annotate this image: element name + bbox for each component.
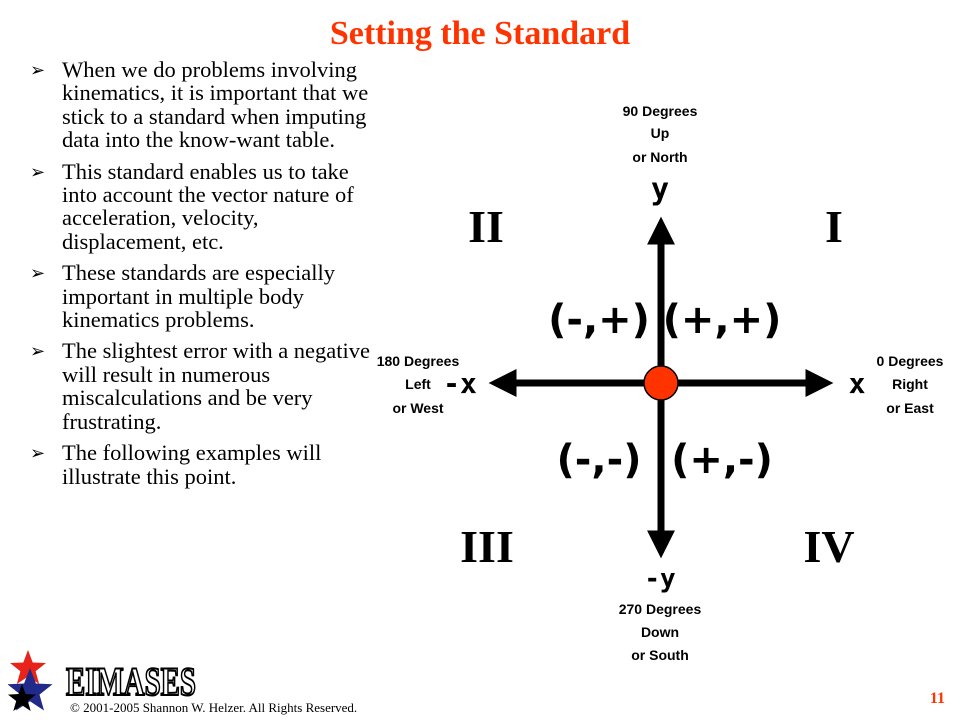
sign-pair-q3: (-,-) <box>557 437 642 483</box>
axis-label-neg-y: -y <box>644 564 675 594</box>
bullet-item: ➢ These standards are especially importan… <box>28 261 376 331</box>
direction-right-line3: or East <box>886 400 934 416</box>
slide-title: Setting the Standard <box>329 15 631 52</box>
bullet-item: ➢ When we do problems involving kinematic… <box>28 58 376 152</box>
copyright-notice: © 2001-2005 Shannon W. Helzer. All Right… <box>70 700 358 715</box>
direction-left-line3: or West <box>392 400 443 416</box>
logo-text: EIMASES <box>66 659 196 704</box>
direction-left-line2: Left <box>405 376 431 392</box>
bullet-text: When we do problems involving kinematics… <box>62 57 369 153</box>
sign-pair-q2: (-,+) <box>548 297 650 343</box>
arrow-bullet-icon: ➢ <box>30 341 46 362</box>
red-star-icon <box>10 650 46 684</box>
arrow-bullet-icon: ➢ <box>30 161 46 182</box>
arrow-bullet-icon: ➢ <box>30 60 46 80</box>
blue-star-icon <box>8 668 53 711</box>
black-star-icon <box>8 684 36 711</box>
direction-up-line1: 90 Degrees <box>623 103 698 119</box>
bullet-item: ➢ This standard enables us to take into a… <box>28 158 376 254</box>
coordinate-diagram: y -y x -x 90 Degrees Up or North 270 Deg… <box>377 103 944 663</box>
direction-right-line1: 0 Degrees <box>877 353 944 369</box>
direction-left-line1: 180 Degrees <box>377 353 460 369</box>
bullet-list: ➢ When we do problems involving kinematic… <box>28 58 376 496</box>
arrow-bullet-icon: ➢ <box>30 263 46 284</box>
direction-right-line2: Right <box>892 376 928 392</box>
bullet-text: The following examples will illustrate t… <box>62 440 322 489</box>
sign-pair-q4: (+,-) <box>671 437 773 483</box>
quadrant-label-iv: IV <box>803 521 854 572</box>
quadrant-label-ii: II <box>468 201 504 252</box>
bullet-item: ➢ The following examples will illustrate … <box>28 441 376 488</box>
quadrant-label-iii: III <box>460 521 514 572</box>
direction-up-line2: Up <box>651 125 670 141</box>
eimases-logo: EIMASES <box>8 650 197 711</box>
quadrant-label-i: I <box>825 201 843 252</box>
bullet-item: ➢ The slightest error with a negative wil… <box>28 339 376 433</box>
direction-down-line3: or South <box>631 647 689 663</box>
axis-label-x: x <box>849 367 866 400</box>
direction-up-line3: or North <box>632 149 687 165</box>
origin-point <box>643 365 679 401</box>
axis-label-neg-x: -x <box>443 367 477 400</box>
page-number: 11 <box>929 690 945 707</box>
sign-pair-q1: (+,+) <box>663 297 782 343</box>
arrow-bullet-icon: ➢ <box>30 443 46 464</box>
direction-down-line1: 270 Degrees <box>619 601 702 617</box>
bullet-text: These standards are especially important… <box>62 260 335 333</box>
bullet-text: This standard enables us to take into ac… <box>62 158 354 254</box>
axis-label-y: y <box>651 172 669 207</box>
direction-down-line2: Down <box>641 624 679 640</box>
bullet-text: The slightest error with a negative will… <box>62 338 371 434</box>
